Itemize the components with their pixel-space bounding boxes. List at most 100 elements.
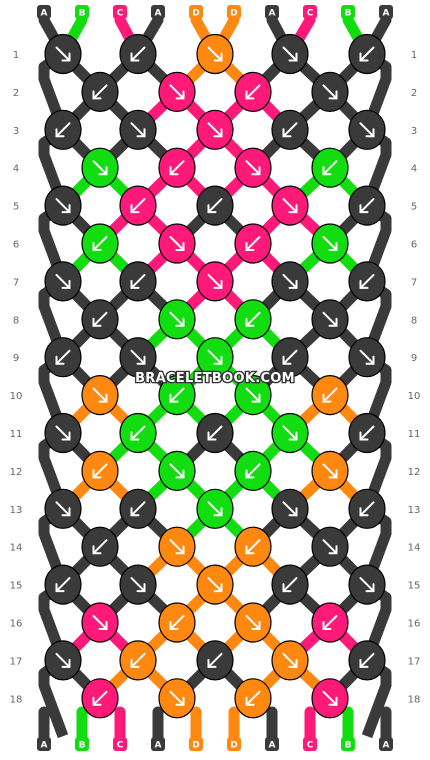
top-strand-label: B [345,9,352,19]
knot [119,185,157,226]
bottom-strand-label-swatch [75,737,89,751]
arrow-down-right-icon [322,463,338,479]
top-strand-label: D [192,9,199,19]
bottom-strand-label: A [269,741,276,751]
knot [81,602,119,643]
top-strand-label: A [383,9,390,19]
knot [348,640,386,681]
arrow-down-right-icon [245,615,261,630]
row-number-left: 14 [10,543,23,554]
knot [158,602,196,643]
top-strand-label-swatch [189,5,203,19]
knot [81,526,119,567]
knots-layer [44,33,386,719]
arrow-down-right-icon [322,539,338,555]
arrow-down-left-icon [245,463,261,479]
arrow-down-left-icon [55,349,71,365]
top-strand-label: C [307,9,314,19]
arrow-down-right-icon [169,311,185,327]
arrow-down-right-icon [130,349,146,365]
knot [196,109,234,150]
knot [196,33,234,75]
knot [196,337,234,378]
arrow-down-left-icon [245,236,261,251]
bottom-strand-label-swatch [379,737,393,751]
arrow-down-left-icon [92,539,108,555]
bottom-strand-label: A [41,741,48,751]
arrow-down-left-icon [130,652,146,668]
top-strand-label: B [79,9,86,19]
knot [234,375,272,416]
bottom-strand-label-swatch [227,737,241,751]
row-number-left: 7 [13,277,19,288]
knot [81,147,119,188]
arrow-down-right-icon [55,652,71,668]
bottom-strand-label-swatch [265,737,279,751]
top-strand-label-swatch [379,5,393,19]
row-number-left: 13 [10,505,23,516]
knot [81,450,119,491]
arrow-down-right-icon [282,652,298,668]
knot [44,488,82,529]
row-number-right: 17 [408,656,421,667]
knot [271,488,309,529]
arrow-down-right-icon [322,236,338,251]
row-number-left: 16 [10,619,23,630]
bottom-strand-label: C [117,741,124,751]
row-number-right: 7 [411,277,417,288]
knot [234,299,272,340]
row-number-left: 3 [13,126,19,137]
arrow-down-right-icon [282,425,298,441]
arrow-down-right-icon [130,577,146,593]
top-strand-label-swatch [37,5,51,19]
row-number-right: 15 [408,581,421,592]
arrow-down-left-icon [207,425,223,441]
arrow-down-right-icon [207,122,223,138]
knot [119,33,157,75]
knot [234,602,272,643]
arrow-down-left-icon [245,84,261,100]
knot [311,602,349,643]
arrow-down-left-icon [245,539,261,555]
row-number-left: 15 [10,581,23,592]
knot [348,564,386,605]
knot [311,450,349,491]
arrow-down-left-icon [55,577,71,593]
knot [234,71,272,113]
knot [196,185,234,226]
arrow-down-left-icon [130,46,146,62]
top-strand-label: A [269,9,276,19]
arrow-down-right-icon [207,273,223,289]
arrow-down-right-icon [359,122,375,138]
arrow-down-right-icon [55,501,71,517]
arrow-down-right-icon [55,198,71,214]
knot [271,185,309,226]
bottom-strand-label-swatch [189,737,203,751]
row-number-right: 6 [411,240,417,251]
arrow-down-right-icon [169,236,185,251]
knot [311,526,349,567]
row-number-right: 10 [408,391,421,402]
knot [119,261,157,302]
arrow-down-right-icon [207,577,223,593]
knot [271,109,309,150]
arrow-down-right-icon [359,349,375,365]
knot [234,678,272,719]
knot [158,526,196,567]
knot [81,375,119,416]
arrow-down-right-icon [282,501,298,517]
knot [311,299,349,340]
bottom-strand-label: A [155,741,162,751]
knot [44,33,82,75]
arrow-down-right-icon [245,160,261,176]
row-number-left: 12 [10,467,23,478]
knot [81,299,119,340]
arrow-down-right-icon [207,349,223,365]
knot [234,147,272,188]
arrow-down-left-icon [169,160,185,176]
arrow-down-right-icon [130,122,146,138]
knot [196,564,234,605]
